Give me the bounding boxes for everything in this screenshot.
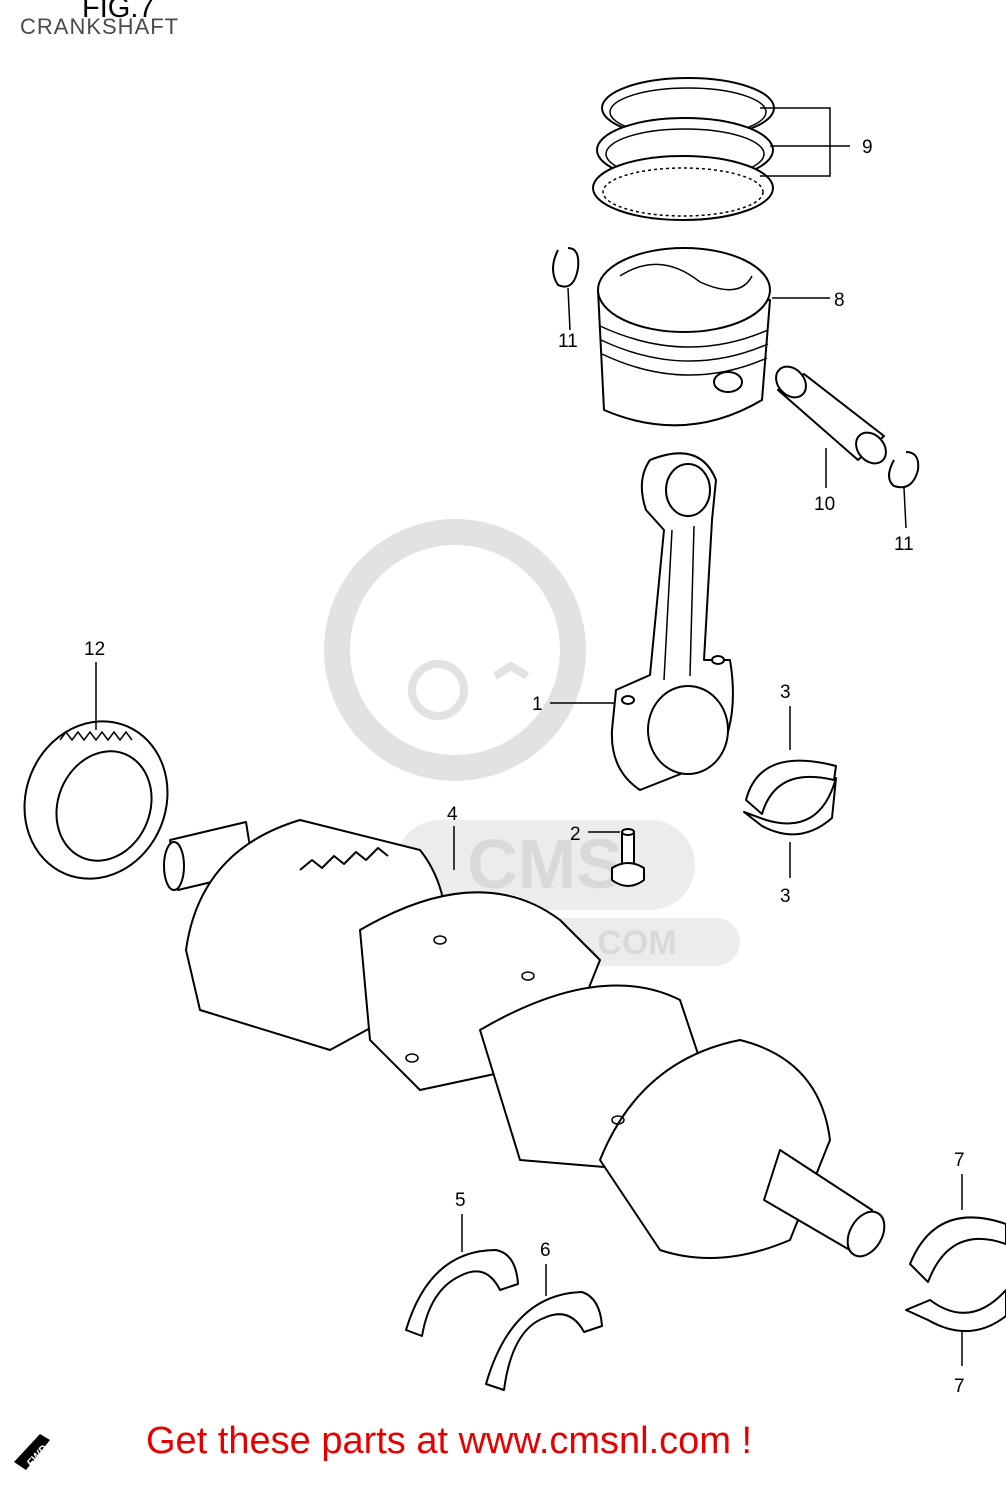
thrust-bearing	[405, 1249, 519, 1337]
conrod-bearing-pair	[743, 759, 837, 836]
piston-pin-boss	[713, 371, 743, 393]
circlip-right	[888, 451, 920, 489]
piston-crown	[597, 247, 771, 333]
fwd-arrow-icon	[14, 1434, 50, 1470]
oil-ring	[592, 155, 774, 221]
conrod-bolt-hole-left	[621, 695, 635, 705]
conrod-bolt-tip	[621, 828, 635, 836]
callout-leaders	[95, 107, 963, 1366]
piston-ring-groove-1	[599, 325, 769, 348]
conrod-bolt	[611, 828, 645, 887]
thrust-bearing-body	[405, 1249, 519, 1337]
watermark-mascot-eye	[408, 660, 468, 720]
thrust-bearing-second	[485, 1291, 603, 1391]
conrod-bolt-head	[611, 862, 645, 887]
callout-1: 1	[532, 694, 543, 715]
piston-ring-set	[592, 77, 775, 221]
callout-7-upper: 7	[954, 1150, 965, 1171]
conrod-bearing-lower	[743, 777, 837, 836]
callout-11-left: 11	[558, 331, 578, 352]
oil-ring-expander	[602, 167, 764, 217]
conrod-beam-line-2	[689, 525, 695, 677]
piston-pin-far-end	[775, 365, 807, 399]
callout-2: 2	[570, 824, 581, 845]
piston-pin	[775, 365, 887, 465]
figure-title: FIG.7	[82, 0, 155, 24]
conrod-bolt-hole-right	[711, 655, 725, 665]
watermark-mascot-outline	[324, 519, 586, 781]
thrust-bearing-second-body	[485, 1291, 603, 1391]
conrod-big-end-bore	[647, 685, 729, 775]
main-bearing-lower	[905, 1289, 1006, 1332]
crank-spline-face	[163, 841, 185, 891]
gear-ring-inner	[55, 750, 153, 862]
piston	[597, 247, 771, 427]
circlip-left	[552, 247, 580, 288]
crank-oil-hole-3	[405, 1053, 419, 1063]
callout-12: 12	[84, 639, 105, 660]
callout-numbers: 9 8 11 10 11 12 1 3 2 4 3 7 5 6 7	[84, 137, 965, 1397]
callout-11-right: 11	[894, 534, 914, 555]
piston-ring-groove-2	[600, 339, 769, 362]
piston-crown-recess	[619, 263, 753, 291]
piston-pin-end	[855, 431, 887, 465]
main-bearing-upper	[909, 1216, 1006, 1283]
crank-gear-teeth	[299, 847, 389, 871]
watermark-mascot-wink	[492, 661, 530, 680]
crank-end-face	[846, 1210, 886, 1258]
callout-4: 4	[447, 804, 458, 825]
crank-gear-ring	[23, 720, 169, 880]
connecting-rod	[610, 452, 734, 791]
callout-5: 5	[455, 1190, 466, 1211]
callout-10: 10	[814, 494, 835, 515]
callout-7-lower: 7	[954, 1376, 965, 1397]
callout-3-upper: 3	[780, 682, 791, 703]
callout-9: 9	[862, 137, 873, 158]
forward-direction-marker: FWD	[14, 1434, 50, 1470]
watermark-logo-text: CMS	[467, 825, 623, 903]
conrod-small-end-bore	[665, 463, 711, 517]
footer-link-text[interactable]: Get these parts at www.cmsnl.com !	[146, 1420, 753, 1462]
crank-oil-hole-4	[611, 1115, 625, 1125]
crank-oil-hole-2	[521, 971, 535, 981]
figure-subtitle: CRANKSHAFT	[20, 14, 180, 39]
crank-oil-hole-1	[433, 935, 447, 945]
callout-8: 8	[834, 290, 845, 311]
gear-ring-teeth	[59, 730, 133, 742]
leader-9	[760, 107, 850, 177]
circlips	[552, 247, 920, 489]
callout-6: 6	[540, 1240, 551, 1261]
callout-3-lower: 3	[780, 886, 791, 907]
piston-ring-groove-3	[601, 353, 768, 376]
watermark-logo-badge	[395, 820, 695, 910]
main-bearing-pair	[905, 1216, 1006, 1332]
leader-11a	[567, 287, 571, 331]
crankshaft	[163, 819, 886, 1259]
conrod-bearing-upper	[745, 759, 837, 815]
conrod-beam-line-1	[663, 529, 673, 681]
leader-11b	[903, 487, 907, 529]
